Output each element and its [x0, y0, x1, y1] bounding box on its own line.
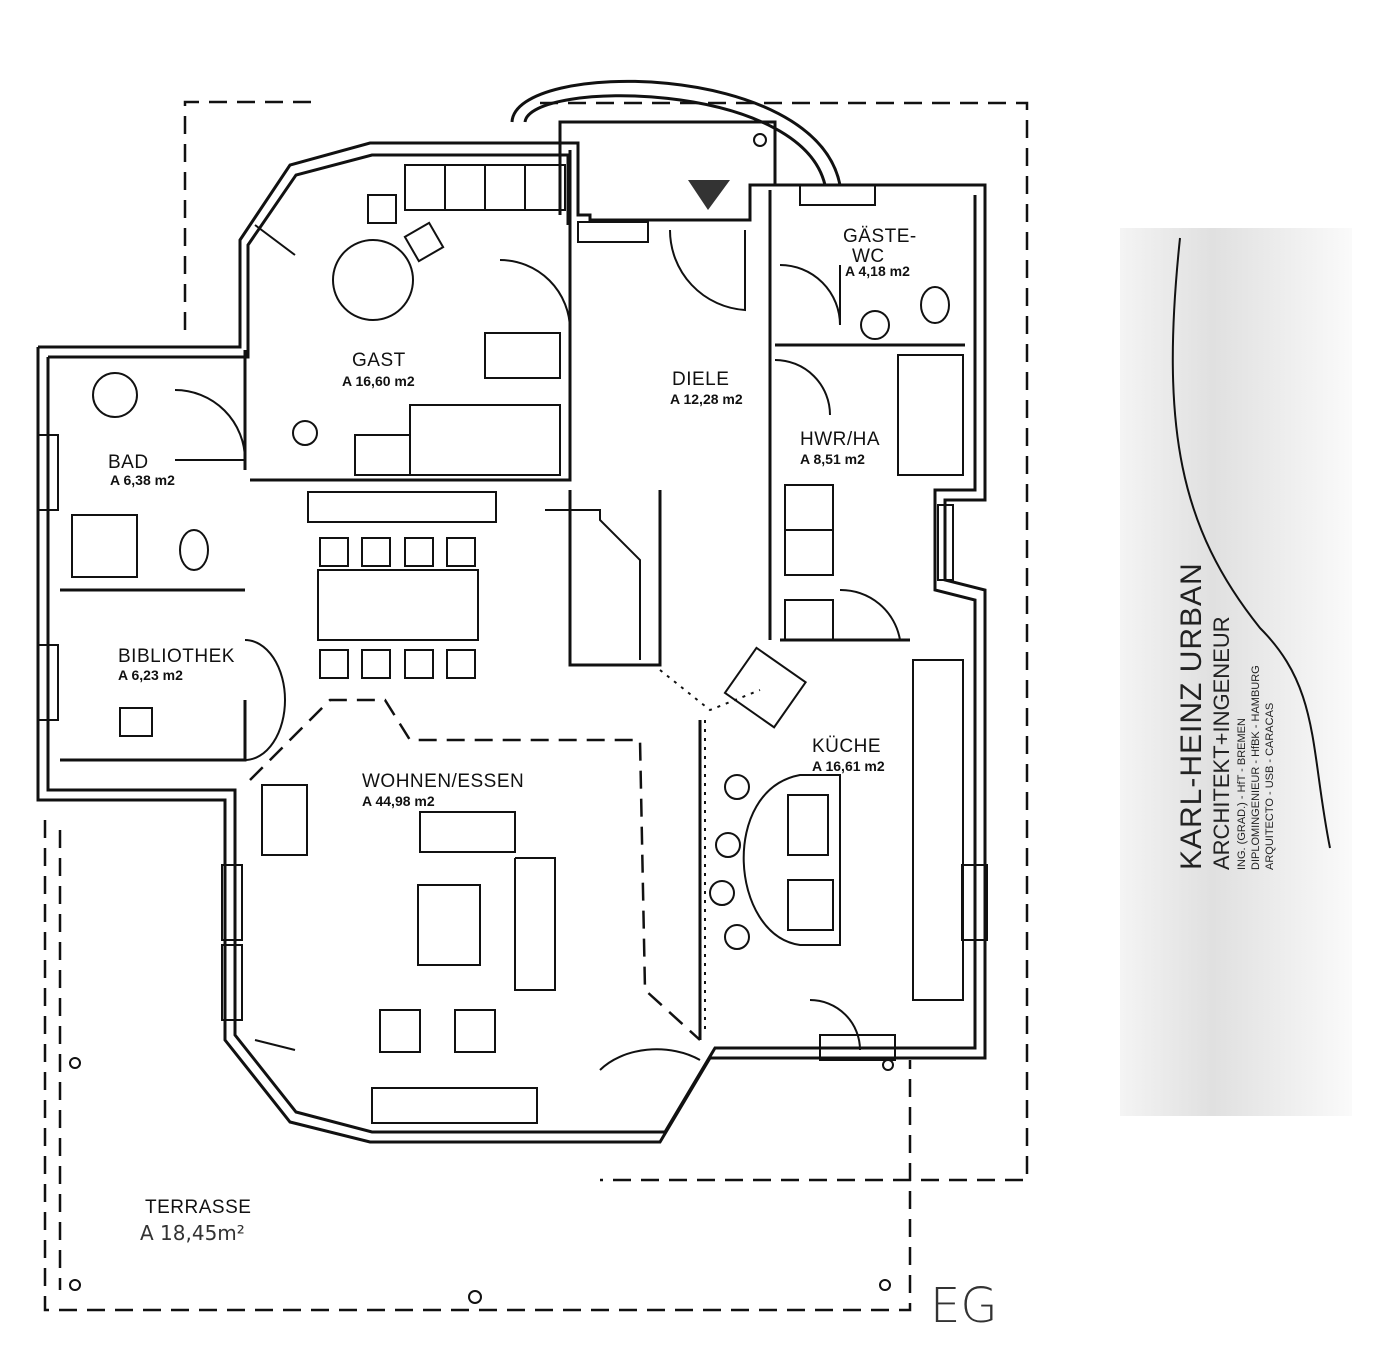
stamp-curve: [1171, 237, 1331, 849]
room-kueche-name: KÜCHE: [812, 736, 881, 757]
room-gast-area: A 16,60 m2: [342, 373, 415, 389]
room-bad-area: A 6,38 m2: [110, 472, 175, 488]
windows: [37, 184, 988, 1061]
room-bibliothek-name: BIBLIOTHEK: [118, 646, 235, 667]
stamp-line: ING. (GRAD.) - HfT - BREMEN: [1236, 718, 1248, 870]
furniture: [69, 133, 964, 1304]
interior-walls: [60, 150, 965, 1040]
room-hwr-area: A 8,51 m2: [800, 451, 865, 467]
stamp-line: DIPLOMINGENIEUR - HfBK - HAMBURG: [1250, 665, 1262, 870]
room-gast-name: GAST: [352, 350, 406, 371]
room-bad-name: BAD: [108, 452, 149, 473]
exterior-walls: [36, 79, 987, 1144]
stamp-line: ARQUITECTO - USB - CARACAS: [1264, 702, 1276, 870]
floor-label: EG: [930, 1278, 998, 1334]
room-wohnen-area: A 44,98 m2: [362, 793, 435, 809]
room-bibliothek-area: A 6,23 m2: [118, 667, 183, 683]
room-wohnen-name: WOHNEN/ESSEN: [362, 771, 524, 792]
doors: [174, 224, 901, 1071]
stamp-text: KARL-HEINZ URBAN ARCHITEKT+INGENEUR ING.…: [1175, 562, 1277, 870]
room-diele-name: DIELE: [672, 369, 729, 390]
room-terrasse-area: A 18,45m²: [140, 1221, 245, 1245]
room-hwr-name: HWR/HA: [800, 429, 880, 450]
stamp-title: ARCHITEKT+INGENEUR: [1209, 616, 1234, 870]
room-terrasse-name: TERRASSE: [145, 1197, 251, 1218]
room-labels: GAST A 16,60 m2 DIELE A 12,28 m2 GÄSTE- …: [108, 226, 998, 1334]
room-diele-area: A 12,28 m2: [670, 391, 743, 407]
stamp-name: KARL-HEINZ URBAN: [1175, 562, 1208, 870]
room-wc-name2: WC: [852, 246, 885, 267]
room-kueche-area: A 16,61 m2: [812, 758, 885, 774]
zone-lines: [249, 669, 761, 1041]
room-wc-name: GÄSTE-: [843, 226, 917, 247]
room-wc-area: A 4,18 m2: [845, 263, 910, 279]
roof-outline: [43, 100, 1029, 1312]
architect-stamp: [1120, 228, 1352, 1116]
